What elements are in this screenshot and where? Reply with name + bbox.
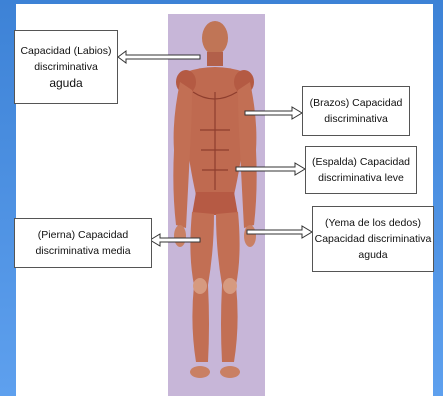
label-labios-line3: aguda [15, 75, 117, 91]
label-espalda: (Espalda) Capacidad discriminativa leve [305, 146, 417, 194]
label-pierna-line2: discriminativa media [15, 243, 151, 259]
neck [207, 52, 223, 66]
label-brazos: (Brazos) Capacidad discriminativa [302, 86, 410, 136]
right-hand [244, 225, 256, 247]
label-labios: Capacidad (Labios) discriminativa aguda [14, 30, 118, 104]
arrow-yema [247, 226, 312, 238]
label-pierna: (Pierna) Capacidad discriminativa media [14, 218, 152, 268]
right-arm [238, 82, 257, 228]
left-arm [173, 82, 192, 228]
label-brazos-line2: discriminativa [303, 111, 409, 127]
label-yema: (Yema de los dedos) Capacidad discrimina… [312, 206, 434, 272]
label-brazos-line1: (Brazos) Capacidad [303, 95, 409, 111]
label-labios-line2: discriminativa [15, 59, 117, 75]
muscular-body-figure [173, 21, 256, 378]
label-espalda-line1: (Espalda) Capacidad [306, 154, 416, 170]
label-yema-line1: (Yema de los dedos) [313, 215, 433, 231]
head [202, 21, 228, 55]
left-hand [174, 225, 186, 247]
left-knee [193, 278, 207, 294]
right-knee [223, 278, 237, 294]
pelvis [192, 192, 238, 215]
left-foot [190, 366, 210, 378]
right-foot [220, 366, 240, 378]
label-yema-line3: aguda [313, 247, 433, 263]
label-pierna-line1: (Pierna) Capacidad [15, 227, 151, 243]
label-labios-line1: Capacidad (Labios) [15, 43, 117, 59]
label-espalda-line2: discriminativa leve [306, 170, 416, 186]
arrow-labios [118, 51, 200, 63]
label-yema-line2: Capacidad discriminativa [313, 231, 433, 247]
